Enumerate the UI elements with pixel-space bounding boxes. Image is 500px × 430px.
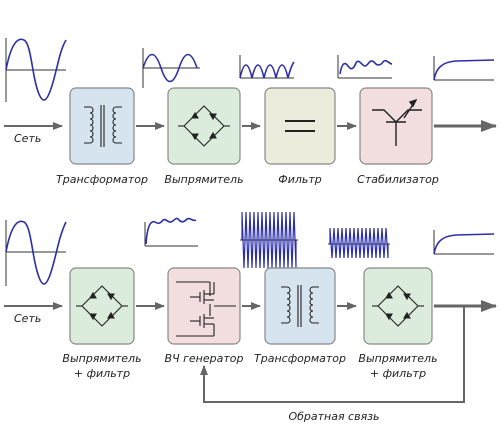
waveform-hf-pulses-small (328, 227, 390, 259)
block-label-rectifier-filter-2-line2: + фильтр (370, 367, 426, 380)
waveform-stabilized-top (433, 56, 495, 81)
transformer-icon (84, 105, 122, 147)
block-stabilizer-top (359, 87, 433, 165)
block-rectifier-filter-1 (69, 267, 135, 345)
capacitor-icon (285, 120, 315, 132)
waveform-filtered-top (337, 55, 393, 79)
mosfet-icon (176, 281, 236, 337)
transformer-icon (281, 285, 319, 327)
block-label-rectifier-filter-2-line1: Выпрямитель (358, 352, 437, 365)
block-label-rectifier-filter-1-line2: + фильтр (74, 367, 130, 380)
waveform-transformer-out-top (142, 48, 200, 88)
diode-bridge-icon (76, 285, 128, 327)
waveform-input-sine-bottom (5, 220, 67, 286)
block-label-hf-generator: ВЧ генератор (165, 352, 244, 365)
waveform-rectified-filtered-bottom (144, 217, 198, 247)
diode-bridge-icon (178, 105, 230, 147)
block-filter-top (264, 87, 336, 165)
block-rectifier-top (167, 87, 241, 165)
diode-bridge-icon (372, 285, 424, 327)
input-label-bottom: Сеть (14, 312, 41, 325)
waveform-rectified-top (239, 55, 295, 79)
block-label-filter-top: Фильтр (278, 173, 322, 186)
block-label-rectifier-top: Выпрямитель (164, 173, 243, 186)
input-label-top: Сеть (14, 132, 41, 145)
block-label-rectifier-filter-1-line1: Выпрямитель (62, 352, 141, 365)
block-rectifier-filter-2 (363, 267, 433, 345)
block-label-transformer-top: Трансформатор (56, 173, 148, 186)
feedback-label: Обратная связь (288, 410, 379, 423)
block-transformer-bottom (264, 267, 336, 345)
block-hf-generator (167, 267, 241, 345)
waveform-stabilized-bottom (433, 230, 495, 255)
block-transformer-top (69, 87, 135, 165)
block-label-transformer-bottom: Трансформатор (254, 352, 346, 365)
waveform-input-sine-top (5, 38, 67, 102)
block-label-stabilizer-top: Стабилизатор (357, 173, 439, 186)
waveform-hf-pulses-large (240, 211, 298, 269)
feedback-arrow (200, 306, 465, 403)
transistor-icon (372, 98, 422, 146)
